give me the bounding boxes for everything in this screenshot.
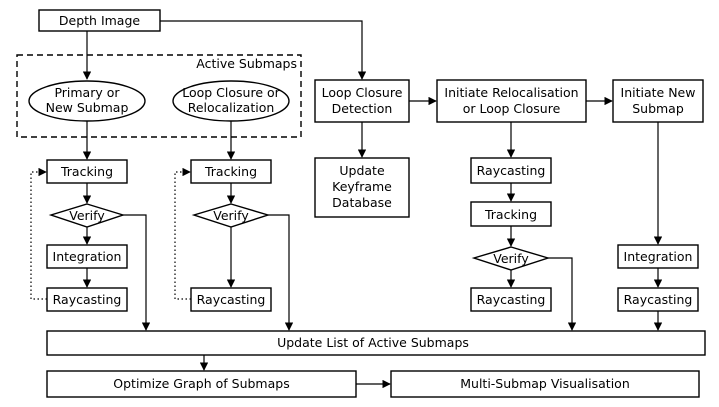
verify-node-2: Verify xyxy=(191,203,271,228)
update-keyframe-database-node: Update Keyframe Database xyxy=(314,157,410,218)
raycasting-node-3a: Raycasting xyxy=(470,157,552,184)
arrow-verify-to-update-2 xyxy=(268,214,294,331)
raycasting-label-3a: Raycasting xyxy=(477,163,546,178)
verify-label-3: Verify xyxy=(493,251,529,266)
keyframe-label-line-3: Database xyxy=(332,195,392,210)
tracking-node-3: Tracking xyxy=(470,201,552,227)
primary-label-line-1: Primary or xyxy=(54,85,120,100)
verify-label-2: Verify xyxy=(213,208,249,223)
initiate-relocalisation-node: Initiate Relocalisation or Loop Closure xyxy=(436,79,587,123)
raycasting-node-3b: Raycasting xyxy=(470,287,552,312)
tracking-label-1: Tracking xyxy=(60,164,113,179)
primary-submap-node: Primary or New Submap xyxy=(28,80,146,122)
primary-label-line-2: New Submap xyxy=(46,100,129,115)
tracking-label-3: Tracking xyxy=(484,207,537,222)
initiate-new-label-line-1: Initiate New xyxy=(621,85,696,100)
raycasting-node-1: Raycasting xyxy=(46,287,128,312)
loop-reloc-label-line-1: Loop Closure or xyxy=(182,85,280,100)
initiate-reloc-label-line-2: or Loop Closure xyxy=(463,101,561,116)
depth-image-node: Depth Image xyxy=(38,9,161,32)
tracking-label-2: Tracking xyxy=(204,164,257,179)
update-active-submaps-node: Update List of Active Submaps xyxy=(46,330,706,356)
verify-node-3: Verify xyxy=(471,246,551,271)
raycasting-label-1: Raycasting xyxy=(53,292,122,307)
tracking-node-2: Tracking xyxy=(190,159,272,184)
loop-raycasting-to-tracking-2 xyxy=(174,167,191,300)
integration-label-1: Integration xyxy=(53,249,122,264)
keyframe-label-line-2: Keyframe xyxy=(332,179,392,194)
connectors xyxy=(30,20,663,389)
loop-reloc-label-line-2: Relocalization xyxy=(188,100,275,115)
raycasting-node-4: Raycasting xyxy=(617,287,699,312)
raycasting-label-2: Raycasting xyxy=(197,292,266,307)
verify-node-1: Verify xyxy=(48,203,126,228)
arrow-depth-to-loop-detection xyxy=(160,20,367,80)
optimize-graph-node: Optimize Graph of Submaps xyxy=(46,370,357,398)
loop-raycasting-to-tracking-1 xyxy=(30,167,47,300)
verify-label-1: Verify xyxy=(69,208,105,223)
visualisation-label: Multi-Submap Visualisation xyxy=(460,376,630,391)
active-submaps-group: Active Submaps xyxy=(16,54,302,138)
initiate-reloc-label-line-1: Initiate Relocalisation xyxy=(444,85,578,100)
initiate-new-submap-node: Initiate New Submap xyxy=(612,79,704,123)
keyframe-label-line-1: Update xyxy=(339,163,385,178)
loop-detect-label-line-2: Detection xyxy=(332,101,393,116)
loop-closure-relocalization-node: Loop Closure or Relocalization xyxy=(172,80,290,122)
tracking-node-1: Tracking xyxy=(46,159,128,184)
optimize-label: Optimize Graph of Submaps xyxy=(113,376,289,391)
arrow-verify-to-update-3 xyxy=(548,257,577,331)
update-list-label: Update List of Active Submaps xyxy=(277,335,469,350)
raycasting-label-3b: Raycasting xyxy=(477,292,546,307)
integration-node-4: Integration xyxy=(617,244,699,269)
raycasting-label-4: Raycasting xyxy=(624,292,693,307)
initiate-new-label-line-2: Submap xyxy=(632,101,684,116)
active-submaps-label: Active Submaps xyxy=(196,56,297,71)
integration-node-1: Integration xyxy=(46,244,128,269)
integration-label-4: Integration xyxy=(624,249,693,264)
loop-closure-detection-node: Loop Closure Detection xyxy=(314,79,410,123)
arrow-verify-to-update-1 xyxy=(123,214,151,331)
raycasting-node-2: Raycasting xyxy=(190,287,272,312)
loop-detect-label-line-1: Loop Closure xyxy=(322,85,403,100)
depth-image-label: Depth Image xyxy=(59,13,141,28)
multi-submap-visualisation-node: Multi-Submap Visualisation xyxy=(390,370,700,398)
